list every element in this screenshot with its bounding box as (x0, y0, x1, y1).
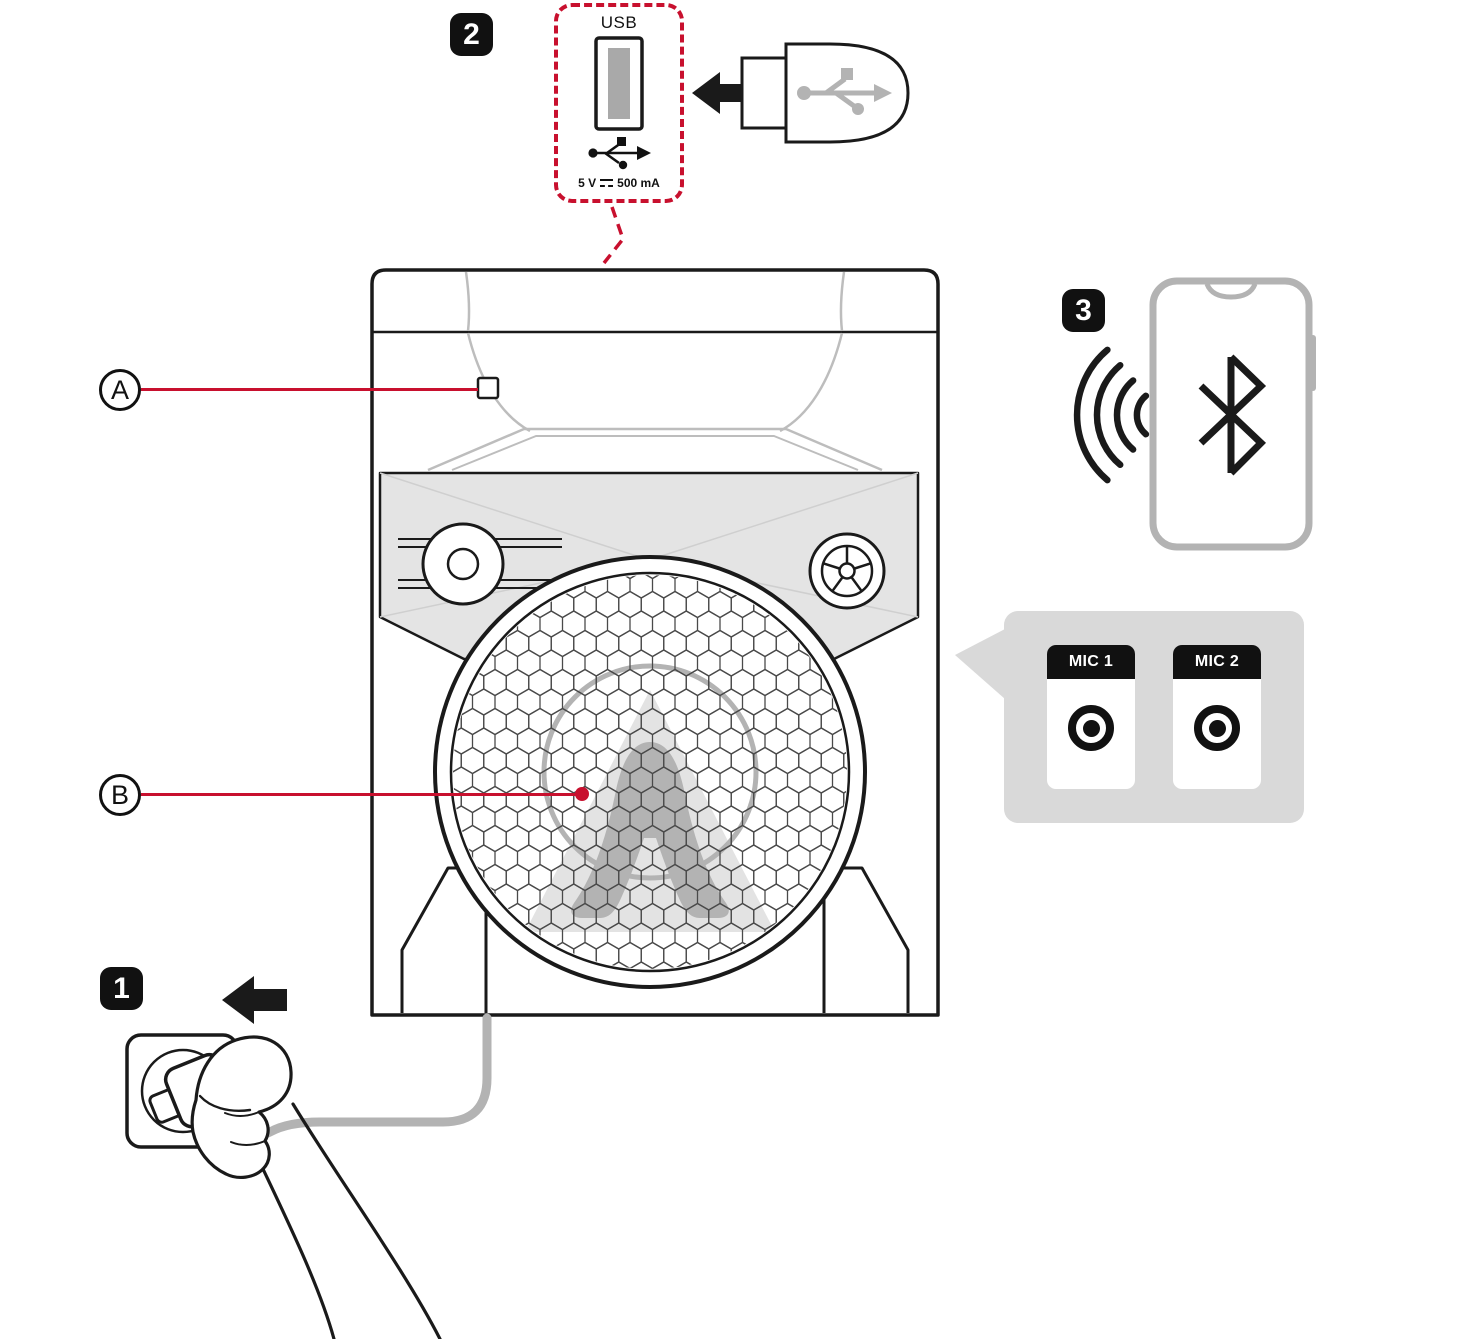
mic2-jack-panel: MIC 2 (1173, 645, 1261, 789)
label-b-dot (575, 787, 589, 801)
usb-drive-connector (740, 56, 788, 130)
usb-voltage: 5 V (578, 176, 597, 190)
speaker-left-foot (400, 866, 488, 1013)
usb-port-label: USB (600, 13, 638, 32)
label-b-letter: B (110, 779, 129, 810)
bluetooth-icon (1198, 354, 1267, 476)
hand-outline (190, 1035, 293, 1180)
slant-top-outline (427, 427, 883, 472)
usb-flash-drive (692, 42, 910, 144)
slant-top-inner (451, 435, 859, 471)
mic1-jack-panel: MIC 1 (1047, 645, 1135, 789)
label-a: A (99, 369, 141, 411)
mic2-jack-icon (1194, 705, 1240, 751)
power-plug-group (125, 976, 442, 1339)
step-2-number: 2 (463, 17, 480, 51)
label-b: B (99, 774, 141, 816)
direct-current-icon (600, 179, 614, 187)
usb-port-callout: USB 5 V 500 mA (554, 3, 684, 203)
mic-inputs-callout: MIC 1 MIC 2 (955, 611, 1304, 823)
usb-trident-small-icon (588, 137, 651, 170)
usb-callout-leader (602, 206, 625, 265)
usb-port-icon (594, 36, 644, 131)
power-button (476, 376, 500, 400)
step-3-number: 3 (1075, 293, 1092, 327)
mic1-jack-icon (1068, 705, 1114, 751)
step-1-badge: 1 (100, 967, 143, 1010)
mic1-header: MIC 1 (1047, 645, 1135, 679)
lid-seam-left (464, 271, 471, 332)
thumb-line (198, 1094, 252, 1112)
lid-seam-right (839, 271, 846, 332)
top-edge-right (779, 332, 844, 433)
usb-power-rating: 5 V 500 mA (578, 176, 660, 190)
usb-current: 500 mA (617, 176, 660, 190)
step-2-badge: 2 (450, 13, 493, 56)
callout-pointer (955, 629, 1005, 699)
phone-notch (1204, 282, 1258, 300)
finger-lines (224, 1111, 266, 1146)
speaker-left-knob-center (446, 547, 480, 581)
sound-waves-icon (1073, 346, 1150, 484)
step-1-number: 1 (113, 971, 130, 1005)
speaker-woofer (433, 555, 867, 989)
woofer-mesh (453, 575, 847, 969)
forearm-left-edge (261, 1167, 336, 1339)
mic2-header: MIC 2 (1173, 645, 1261, 679)
label-b-line (141, 793, 582, 796)
smartphone (1073, 277, 1316, 551)
speaker-illustration (370, 268, 940, 1017)
mic1-label: MIC 1 (1068, 653, 1114, 670)
forearm-right-edge (291, 1102, 442, 1339)
mic1-jack-pin (1082, 719, 1100, 737)
speaker-right-foot (822, 866, 910, 1013)
hand (190, 1035, 442, 1339)
mic2-jack-pin (1208, 719, 1226, 737)
usb-trident-icon (797, 68, 892, 115)
speaker-right-knob (808, 532, 886, 610)
step-3-badge: 3 (1062, 289, 1105, 332)
label-a-letter: A (110, 374, 129, 405)
unplug-arrow-icon (222, 976, 287, 1024)
mic2-label: MIC 2 (1194, 653, 1240, 670)
label-a-line (141, 388, 478, 391)
insert-arrow-icon (692, 72, 742, 114)
